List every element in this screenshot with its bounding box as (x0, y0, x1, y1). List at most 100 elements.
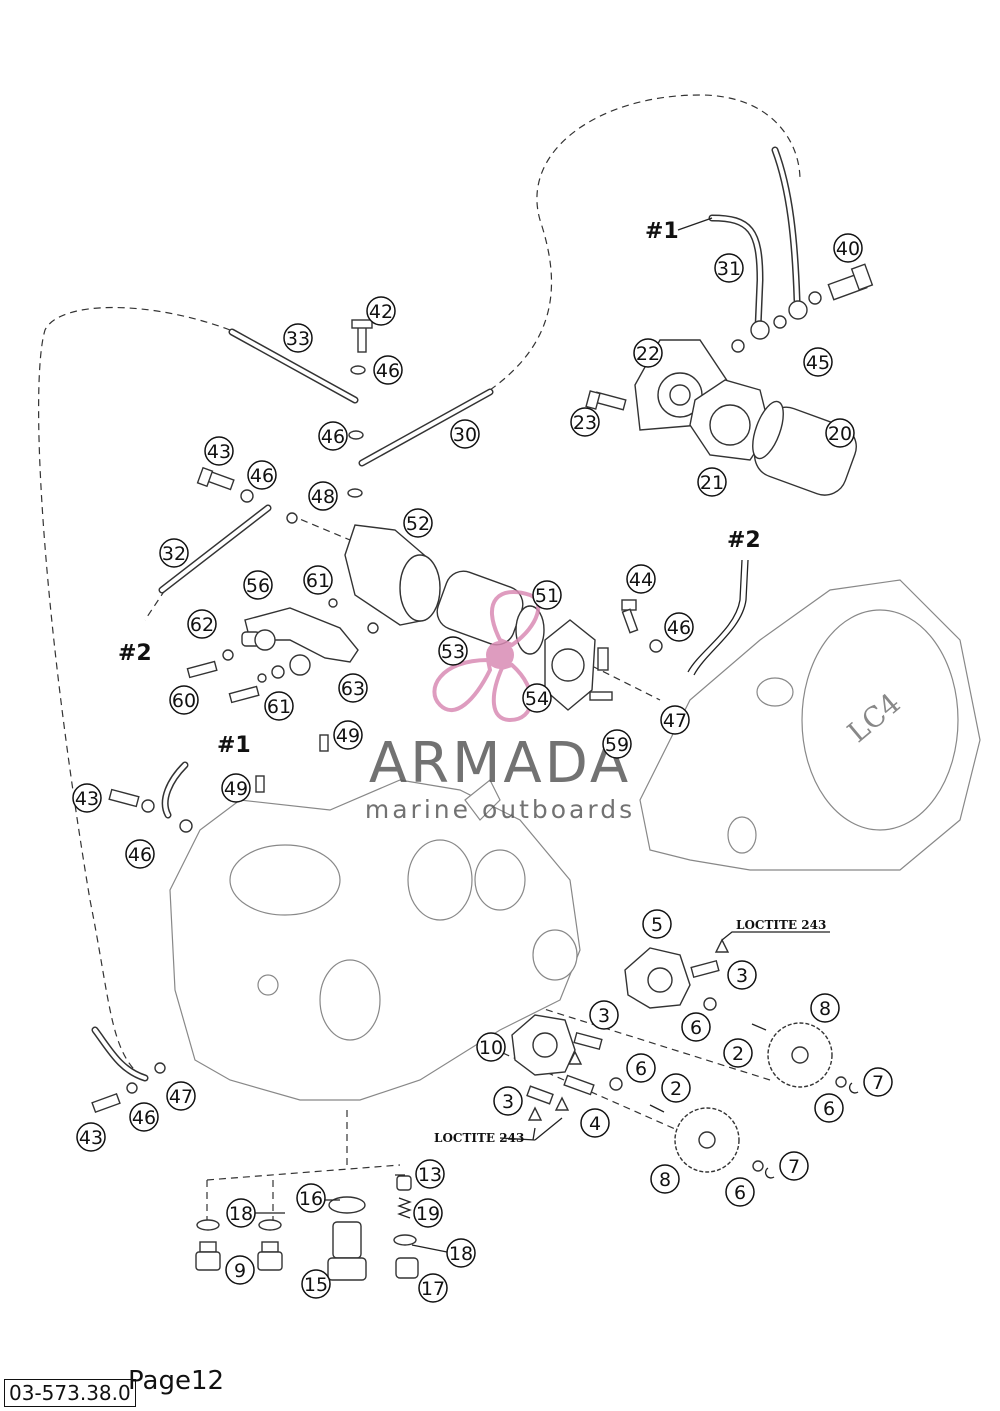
callout-balloon (296, 1183, 326, 1213)
callout-number: 49 (336, 725, 360, 747)
loctite-drop-mid (567, 1050, 583, 1065)
engine-cover-lc4: LC4 (639, 579, 981, 871)
callout-54: 54 (522, 683, 552, 713)
callout-42: 42 (366, 296, 396, 326)
callout-6: 6 (626, 1053, 656, 1083)
bolt-40 (827, 263, 874, 301)
sleeve-62 (222, 631, 261, 661)
callout-number: 46 (321, 426, 345, 448)
callout-48: 48 (308, 481, 338, 511)
callout-46: 46 (247, 460, 277, 490)
washer-6-bottom (752, 1160, 764, 1172)
callout-18: 18 (226, 1198, 256, 1228)
callout-number: 6 (734, 1182, 746, 1204)
callout-balloon (413, 1198, 443, 1228)
callout-number: 3 (598, 1005, 610, 1027)
callout-number: 3 (502, 1091, 514, 1113)
tag-leader-hash1-top (677, 217, 713, 231)
callout-8: 8 (650, 1164, 680, 1194)
oil-line-return (771, 146, 801, 304)
callout-7: 7 (863, 1067, 893, 1097)
callout-number: 51 (535, 585, 559, 607)
watermark-title: ARMADA (369, 731, 631, 796)
callout-number: 43 (79, 1127, 103, 1149)
washer-46-mid-a (141, 799, 155, 813)
callout-balloon (522, 683, 552, 713)
bolt-4 (563, 1074, 595, 1096)
washer-46-top (350, 365, 366, 375)
oil-line-30 (358, 388, 494, 467)
callout-40: 40 (833, 233, 863, 263)
callout-balloon (725, 1177, 755, 1207)
tag-hash2-right: #2 (727, 528, 761, 553)
callout-number: 45 (806, 352, 830, 374)
washer-46-mid (348, 430, 364, 440)
callout-8: 8 (810, 993, 840, 1023)
callout-number: 22 (636, 343, 660, 365)
bolt-3-top (690, 959, 720, 979)
tag-hash1-top: #1 (645, 219, 679, 244)
washer-46-left (240, 489, 254, 503)
callout-balloon (129, 1102, 159, 1132)
plug-13 (396, 1175, 412, 1191)
callout-47: 47 (166, 1081, 196, 1111)
callout-balloon (727, 960, 757, 990)
loctite-label-top: LOCTITE 243 (736, 918, 826, 932)
routing-dash-drain-bar (206, 1164, 401, 1220)
oil-line-hash2-right (687, 559, 749, 676)
callout-balloon (169, 685, 199, 715)
callout-balloon (580, 1108, 610, 1138)
callout-balloon (418, 1273, 448, 1303)
callout-balloon (373, 355, 403, 385)
callout-9: 9 (225, 1255, 255, 1285)
gear-8-bottom (674, 1107, 740, 1173)
nipple-49-top (319, 734, 329, 752)
washers-45 (731, 291, 822, 353)
callout-number: 3 (736, 965, 748, 987)
callout-balloon (221, 773, 251, 803)
callout-number: 32 (162, 543, 186, 565)
callout-balloon (243, 570, 273, 600)
callout-balloon (626, 1053, 656, 1083)
callout-52: 52 (403, 508, 433, 538)
plug-9-a (195, 1241, 221, 1271)
callout-46: 46 (129, 1102, 159, 1132)
callout-balloon (863, 1067, 893, 1097)
callout-33: 33 (283, 323, 313, 353)
oil-filter-20 (752, 400, 857, 496)
callout-balloon (204, 436, 234, 466)
banjo-bolt-42 (351, 319, 373, 353)
callout-46: 46 (373, 355, 403, 385)
callout-balloon (301, 1269, 331, 1299)
callout-number: 8 (819, 998, 831, 1020)
routing-dash-32 (144, 589, 166, 621)
callout-23: 23 (570, 407, 600, 437)
callout-46: 46 (664, 612, 694, 642)
callout-balloon (226, 1198, 256, 1228)
callout-number: 63 (341, 678, 365, 700)
callout-number: 40 (836, 238, 860, 260)
callout-number: 60 (172, 690, 196, 712)
callout-6: 6 (725, 1177, 755, 1207)
callout-60: 60 (169, 685, 199, 715)
callout-balloon (247, 460, 277, 490)
washer-6-mid (609, 1077, 623, 1091)
callout-45: 45 (803, 347, 833, 377)
callout-balloon (225, 1255, 255, 1285)
callout-number: 23 (573, 412, 597, 434)
callout-56: 56 (243, 570, 273, 600)
oil-pump-10 (511, 1014, 576, 1076)
callout-number: 19 (416, 1203, 440, 1225)
callout-balloon (446, 1238, 476, 1268)
callout-number: 46 (250, 465, 274, 487)
callout-number: 7 (788, 1156, 800, 1178)
oil-line-lower (91, 1026, 149, 1082)
pin-2-top (751, 1023, 767, 1031)
callout-balloon (125, 839, 155, 869)
callout-51: 51 (532, 580, 562, 610)
washer-47-bottom (154, 1062, 166, 1074)
plug-9-b (257, 1241, 283, 1271)
callout-balloon (450, 419, 480, 449)
